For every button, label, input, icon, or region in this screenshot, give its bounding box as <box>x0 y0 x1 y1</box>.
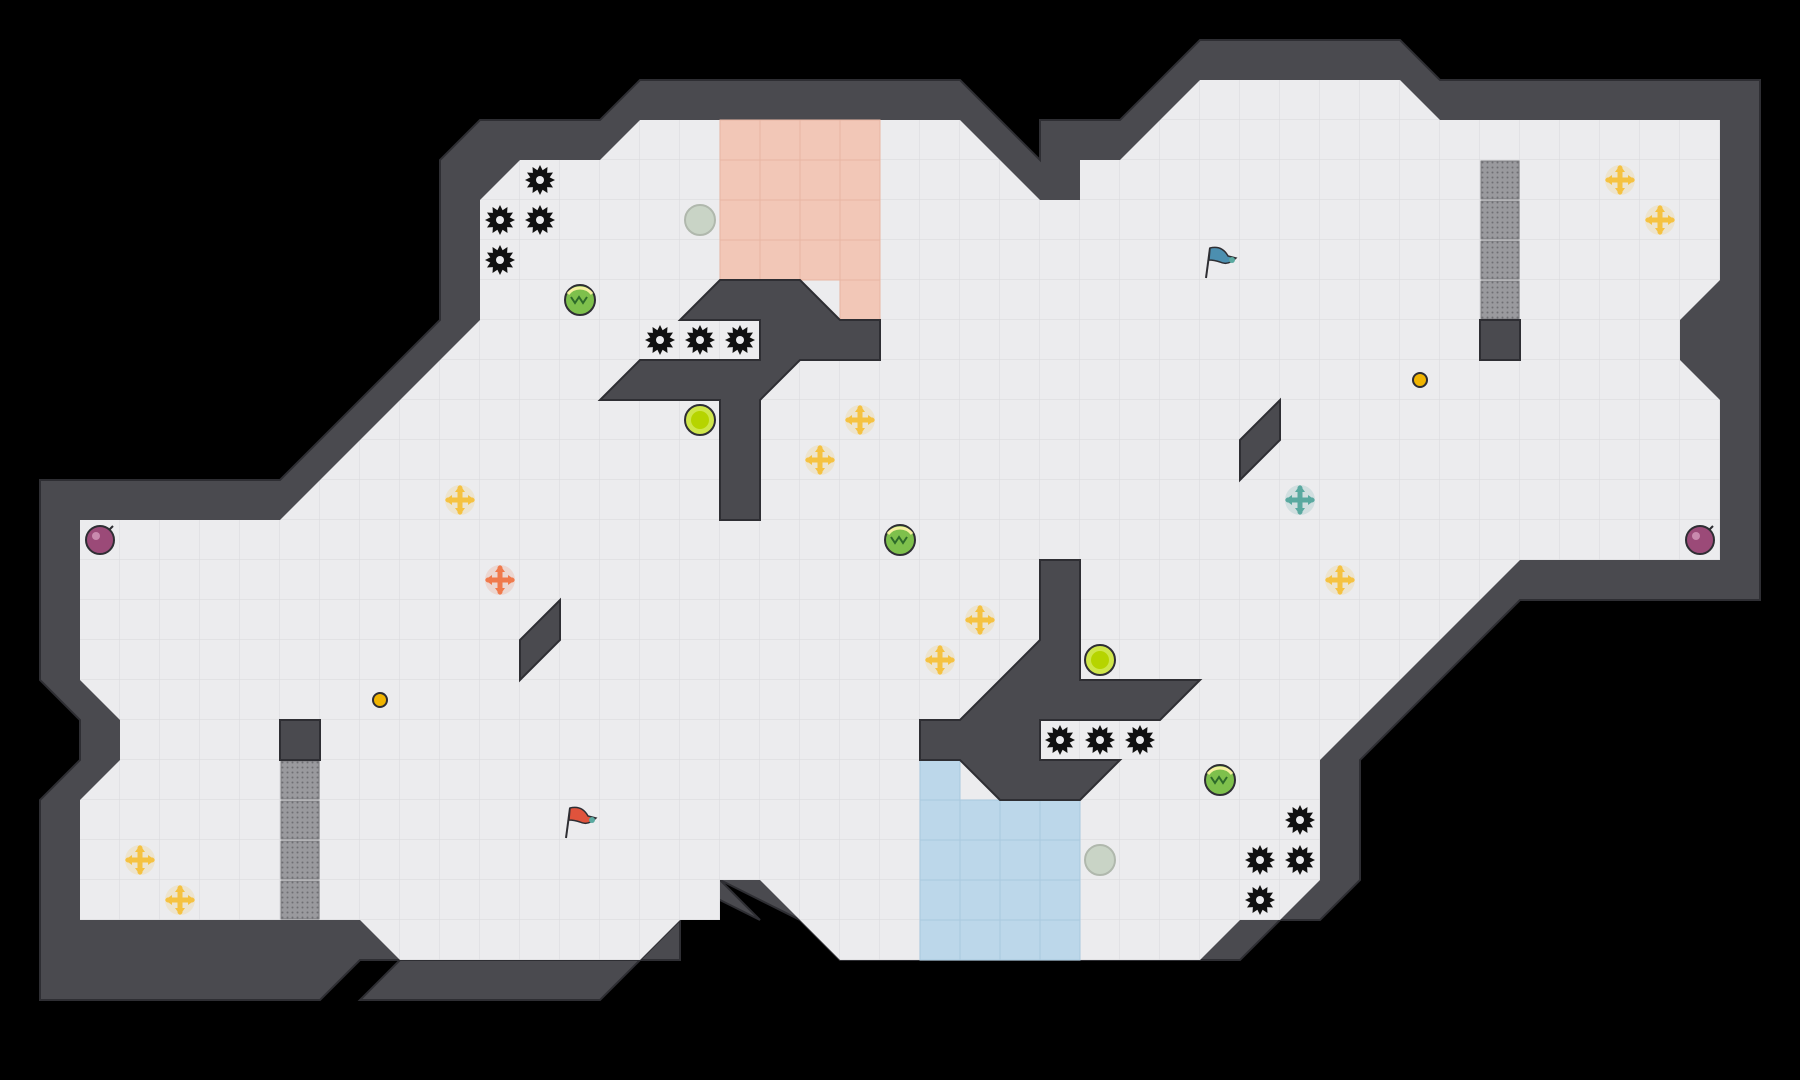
yellow-boost-icon <box>165 885 195 915</box>
red-zone-tile <box>839 119 881 161</box>
blue-zone-tile <box>919 759 961 801</box>
spike-icon <box>685 325 715 355</box>
grate-tile <box>1480 160 1520 200</box>
inner-walls <box>279 279 1521 801</box>
blue-zone-tile <box>919 879 961 921</box>
coin-icon <box>1412 372 1428 388</box>
blue-zone-tile <box>919 919 961 961</box>
spike-icon <box>1125 725 1155 755</box>
yellow-boost-icon <box>805 445 835 475</box>
blue-zone-tile <box>919 839 961 881</box>
grate-tile <box>1480 240 1520 280</box>
grate-tile <box>1480 200 1520 240</box>
yellow-boost-icon <box>1605 165 1635 195</box>
yellow-boost-icon <box>1325 565 1355 595</box>
spike-icon <box>1285 805 1315 835</box>
grate-tile <box>1480 280 1520 320</box>
red-zone-tile <box>799 119 841 161</box>
red-zone-tile <box>799 199 841 241</box>
red-zone-tile <box>759 119 801 161</box>
blue-zone-tile <box>999 919 1041 961</box>
spike-icon <box>1285 845 1315 875</box>
yellow-boost-icon <box>845 405 875 435</box>
yellow-boost-icon <box>125 845 155 875</box>
blue-zone-tile <box>959 799 1001 841</box>
blue-zone-tile <box>999 879 1041 921</box>
red-zone-tile <box>799 239 841 281</box>
blue-zone-tile <box>1039 879 1081 921</box>
grate-tile <box>280 760 320 800</box>
red-zone-tile <box>719 159 761 201</box>
red-zone-tile <box>759 239 801 281</box>
wall-block-left <box>279 719 321 761</box>
powerup-icon <box>884 524 916 556</box>
blue-flag-icon <box>1205 246 1238 279</box>
yellow-boost-icon <box>965 605 995 635</box>
inactive-button-icon <box>684 204 716 236</box>
coin-icon <box>372 692 388 708</box>
spike-icon <box>725 325 755 355</box>
bomb-icon <box>1685 525 1715 555</box>
grate-tile <box>280 880 320 920</box>
yellow-boost-icon <box>1645 205 1675 235</box>
inner-wall-bottom <box>919 559 1203 801</box>
red-zone-tile <box>839 199 881 241</box>
grate-tile <box>280 840 320 880</box>
teal-boost-icon <box>1285 485 1315 515</box>
wall-ramp-right <box>1239 397 1281 483</box>
red-zone-tile <box>839 159 881 201</box>
blue-zone-tile <box>919 799 961 841</box>
red-boost-icon <box>485 565 515 595</box>
spike-icon <box>1085 725 1115 755</box>
red-zone-tile <box>799 159 841 201</box>
spike-hazards <box>485 165 1315 915</box>
blue-zone-tile <box>1039 839 1081 881</box>
arena-floor <box>80 80 1720 960</box>
blue-zone-tile <box>959 879 1001 921</box>
grate-tile <box>280 800 320 840</box>
active-button-icon <box>684 404 716 436</box>
spike-icon <box>485 205 515 235</box>
blue-zone-tile <box>1039 799 1081 841</box>
red-flag-icon <box>565 806 598 839</box>
wall-block-right <box>1479 319 1521 361</box>
blue-zone-tile <box>959 839 1001 881</box>
spike-icon <box>1245 885 1275 915</box>
red-zone-tile <box>719 199 761 241</box>
spike-icon <box>525 165 555 195</box>
wall-ramp-left <box>519 597 561 683</box>
spike-icon <box>485 245 515 275</box>
active-button-icon <box>1084 644 1116 676</box>
red-zone-tile <box>839 279 881 321</box>
team-zones <box>719 119 1081 961</box>
red-zone-tile <box>839 239 881 281</box>
yellow-boost-icon <box>445 485 475 515</box>
blue-zone-tile <box>959 919 1001 961</box>
spike-icon <box>1245 845 1275 875</box>
blue-zone-tile <box>999 839 1041 881</box>
yellow-boost-icon <box>925 645 955 675</box>
powerup-icon <box>1204 764 1236 796</box>
inactive-button-icon <box>1084 844 1116 876</box>
red-zone-tile <box>759 159 801 201</box>
red-zone-tile <box>719 239 761 281</box>
red-zone-tile <box>759 199 801 241</box>
inner-wall-top <box>597 279 881 521</box>
spike-icon <box>645 325 675 355</box>
blue-zone-tile <box>999 799 1041 841</box>
spike-icon <box>1045 725 1075 755</box>
powerup-icon <box>564 284 596 316</box>
blue-zone-tile <box>1039 919 1081 961</box>
grate-tiles <box>280 160 1520 920</box>
bomb-icon <box>85 525 115 555</box>
map-items <box>85 165 1715 915</box>
red-zone-tile <box>719 119 761 161</box>
spike-icon <box>525 205 555 235</box>
